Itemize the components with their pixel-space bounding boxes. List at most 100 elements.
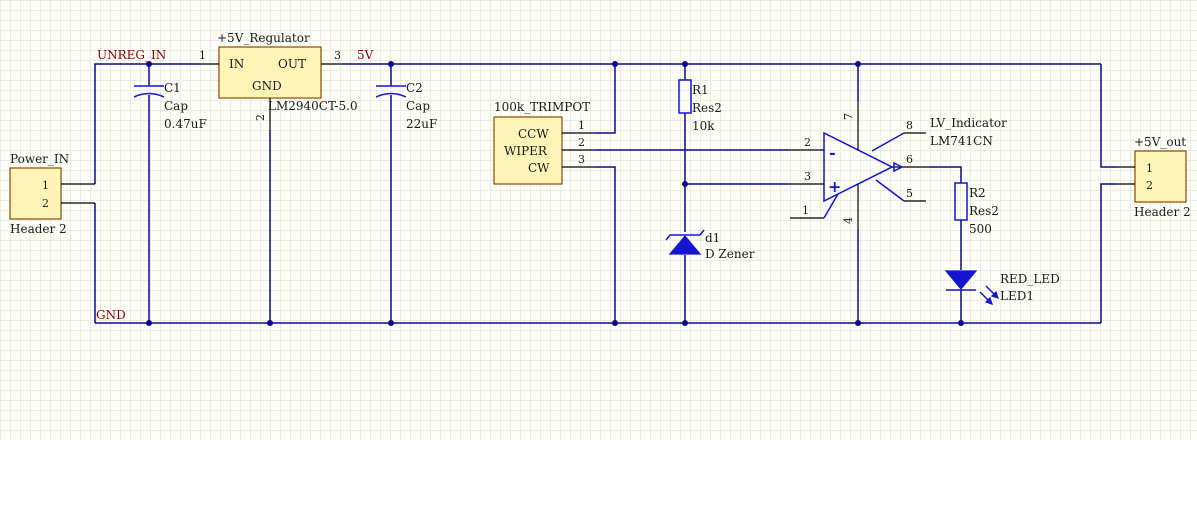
trimpot-pin-3-number: 3: [578, 153, 585, 166]
junction: [612, 320, 618, 326]
header-body: [9, 167, 62, 220]
c1-comment: Cap: [164, 99, 188, 113]
schematic-sheet: UNREG_IN 5V GND 1 2 Power_IN Header 2 C1…: [0, 0, 1197, 440]
resistor-body: [678, 79, 692, 114]
opamp-pin-5-diag: [875, 179, 905, 202]
wire-pot-cw: [595, 166, 616, 323]
opamp[interactable]: - + 2 3 1 7 4 8 6 5 LV_Indicator LM741CN: [790, 102, 1007, 230]
trimpot-ccw-label: CCW: [518, 127, 549, 141]
opamp-plus-sign: +: [828, 177, 841, 196]
regulator-pin-2-number: 2: [254, 114, 267, 121]
capacitor-c1[interactable]: C1 Cap 0.47uF: [133, 81, 207, 131]
wire-5v-out: [1100, 64, 1117, 168]
led-comment: LED1: [1000, 289, 1034, 303]
regulator-in-label: IN: [229, 57, 244, 71]
power-in-comment: Header 2: [10, 222, 67, 236]
capacitor-plate-curved: [133, 92, 165, 98]
opamp-pin-2-number: 2: [804, 136, 811, 149]
r1-comment: Res2: [692, 101, 722, 115]
junction: [682, 320, 688, 326]
regulator-gnd-label: GND: [252, 79, 282, 93]
header-body: [1134, 150, 1187, 203]
regulator-designator: +5V_Regulator: [217, 31, 310, 45]
trimpot-pin-2-number: 2: [578, 136, 585, 149]
led-arrow-1-head: [984, 296, 993, 305]
c2-designator: C2: [406, 81, 423, 95]
power-in-header[interactable]: 1 2 Power_IN Header 2: [9, 152, 95, 236]
c1-designator: C1: [164, 81, 181, 95]
capacitor-plate-curved: [375, 92, 407, 98]
net-label-gnd: GND: [96, 308, 126, 322]
opamp-minus-sign: -: [829, 143, 836, 162]
junction: [146, 61, 152, 67]
led-arrow-2-head: [990, 290, 999, 299]
opamp-pin-4-number: 4: [842, 217, 855, 224]
wire-opamp-out: [930, 166, 962, 183]
led-designator: RED_LED: [1000, 272, 1060, 286]
r2-value: 500: [969, 222, 992, 236]
c2-value: 22uF: [406, 117, 437, 131]
junction: [855, 61, 861, 67]
junction: [388, 320, 394, 326]
regulator[interactable]: IN OUT GND 1 3 2 +5V_Regulator LM2940CT-…: [199, 31, 358, 130]
wire-unreg-in: [94, 63, 200, 184]
r2-designator: R2: [969, 186, 986, 200]
junction: [682, 61, 688, 67]
zener-diode[interactable]: d1 D Zener: [665, 229, 755, 261]
zener-bar: [665, 229, 705, 241]
junction: [855, 320, 861, 326]
opamp-pin-1-diag: [823, 193, 839, 219]
trimpot-designator: 100k_TRIMPOT: [494, 100, 590, 114]
r2-comment: Res2: [969, 204, 999, 218]
trimpot-pin-1-number: 1: [578, 119, 585, 132]
wires: [94, 63, 1117, 324]
regulator-pin-1-number: 1: [199, 49, 206, 62]
wire-gnd-out: [1100, 183, 1117, 323]
net-label-5v: 5V: [357, 48, 374, 62]
junction: [612, 61, 618, 67]
regulator-body: [218, 46, 322, 99]
led-arrow-1: [979, 291, 990, 302]
c2-comment: Cap: [406, 99, 430, 113]
trimpot[interactable]: CCW WIPER CW 1 2 3 100k_TRIMPOT: [493, 100, 595, 185]
regulator-pin-3-number: 3: [334, 49, 341, 62]
junction: [146, 320, 152, 326]
opamp-pin-7-number: 7: [842, 113, 855, 120]
regulator-out-label: OUT: [278, 57, 306, 71]
resistor-r2[interactable]: R2 Res2 500: [954, 182, 999, 236]
regulator-comment: LM2940CT-5.0: [268, 99, 358, 113]
net-label-unreg-in: UNREG_IN: [97, 48, 166, 62]
led[interactable]: RED_LED LED1: [944, 270, 1060, 305]
resistor-r1[interactable]: R1 Res2 10k: [678, 79, 722, 133]
header-pin-2-number: 2: [1146, 179, 1153, 192]
junction: [682, 181, 688, 187]
junction: [267, 320, 273, 326]
capacitor-c2[interactable]: C2 Cap 22uF: [375, 81, 437, 131]
trimpot-wiper-label: WIPER: [504, 144, 548, 158]
header-pin-1-number: 1: [42, 179, 49, 192]
opamp-pin-3-number: 3: [804, 170, 811, 183]
header-pin-2-number: 2: [42, 197, 49, 210]
trimpot-body: [493, 116, 563, 185]
zener-comment: D Zener: [705, 247, 755, 261]
junction: [958, 320, 964, 326]
opamp-designator: LV_Indicator: [930, 116, 1007, 130]
output-header[interactable]: 1 2 +5V_out Header 2: [1117, 135, 1191, 219]
led-triangle: [944, 270, 978, 290]
led-arrow-2: [985, 285, 996, 296]
power-in-designator: Power_IN: [10, 152, 69, 166]
trimpot-cw-label: CW: [528, 161, 550, 175]
opamp-pin-6-number: 6: [906, 153, 913, 166]
resistor-body: [954, 182, 968, 221]
opamp-comment: LM741CN: [930, 134, 993, 148]
output-header-designator: +5V_out: [1134, 135, 1186, 149]
zener-designator: d1: [705, 231, 720, 245]
junctions: [146, 61, 964, 326]
header-pin-1-number: 1: [1146, 162, 1153, 175]
c1-value: 0.47uF: [164, 117, 207, 131]
opamp-output-arrow: [893, 161, 904, 173]
r1-value: 10k: [692, 119, 715, 133]
schematic-canvas: UNREG_IN 5V GND 1 2 Power_IN Header 2 C1…: [9, 31, 1191, 326]
wire-pot-ccw: [595, 64, 616, 134]
r1-designator: R1: [692, 83, 709, 97]
